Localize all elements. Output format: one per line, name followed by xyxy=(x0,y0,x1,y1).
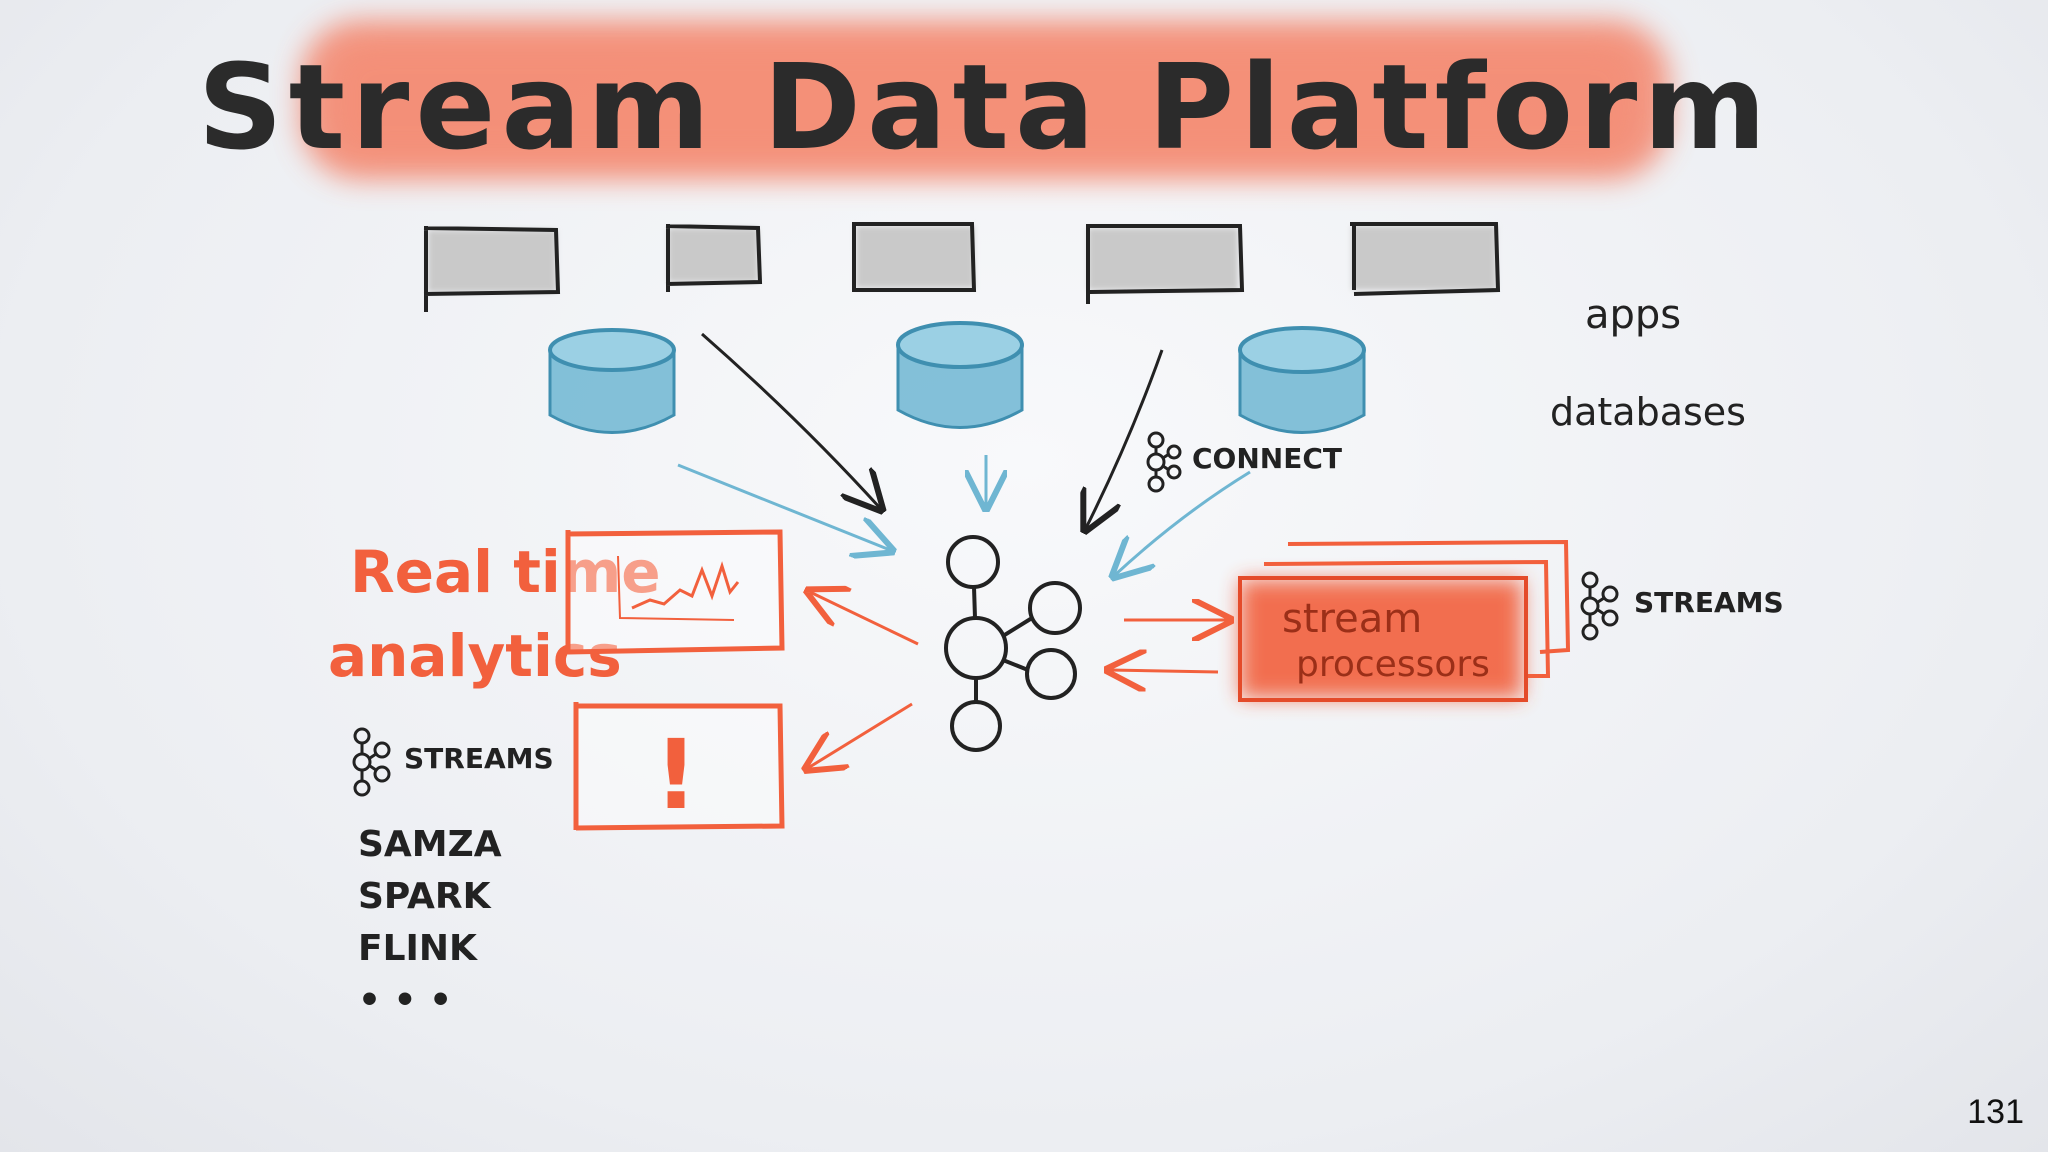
database-cylinder-icon xyxy=(896,321,1024,429)
database-cylinder-icon xyxy=(548,328,676,434)
apps-label: apps xyxy=(1585,292,1681,338)
app-box-icon xyxy=(1350,222,1501,296)
processor-to-kafka-arrow xyxy=(1110,670,1219,672)
stream-processors-label: stream xyxy=(1282,596,1422,642)
analytics-dashboard-box xyxy=(565,529,785,655)
app-box-icon xyxy=(665,224,763,292)
databases-label: databases xyxy=(1550,390,1746,434)
database-cylinder-icon xyxy=(1238,326,1366,434)
framework-list-item: • • • xyxy=(358,980,452,1021)
kafka-to-alert-arrow xyxy=(808,702,913,768)
app-box-icon xyxy=(1086,224,1245,304)
kafka-cluster-icon xyxy=(944,535,1082,752)
app-to-kafka-arrow xyxy=(1086,349,1164,528)
framework-list: SAMZA SPARK FLINK • • • xyxy=(358,824,502,1021)
alert-icon: ! xyxy=(654,719,698,831)
title-highlight xyxy=(300,20,1670,180)
streams-label-right: STREAMS xyxy=(1634,586,1784,619)
db-to-kafka-arrow xyxy=(1115,470,1251,575)
alert-box: ! xyxy=(573,702,785,831)
app-box-icon xyxy=(852,222,977,292)
slide-title: Stream Data Platform xyxy=(198,38,1773,176)
page-number: 131 xyxy=(1967,1093,2024,1131)
framework-list-item: SPARK xyxy=(358,876,492,917)
kafka-logo-icon xyxy=(352,727,391,797)
connect-label: CONNECT xyxy=(1192,442,1342,475)
kafka-logo-icon xyxy=(1146,431,1182,493)
realtime-analytics-label: Real time xyxy=(350,538,661,606)
kafka-logo-icon xyxy=(1580,571,1619,641)
line-chart-icon xyxy=(631,561,740,610)
app-to-kafka-arrow xyxy=(701,332,880,508)
framework-list-item: FLINK xyxy=(358,928,478,969)
apps-row xyxy=(423,222,1501,312)
stream-processors-box: stream processors xyxy=(1238,539,1571,702)
realtime-analytics-label: analytics xyxy=(328,622,622,690)
framework-list-item: SAMZA xyxy=(358,824,502,865)
kafka-to-dashboard-arrow xyxy=(810,592,919,646)
stream-processors-label: processors xyxy=(1296,644,1490,685)
app-box-icon xyxy=(423,226,561,312)
db-to-kafka-arrow xyxy=(677,463,890,550)
streams-label-left: STREAMS xyxy=(404,742,554,775)
